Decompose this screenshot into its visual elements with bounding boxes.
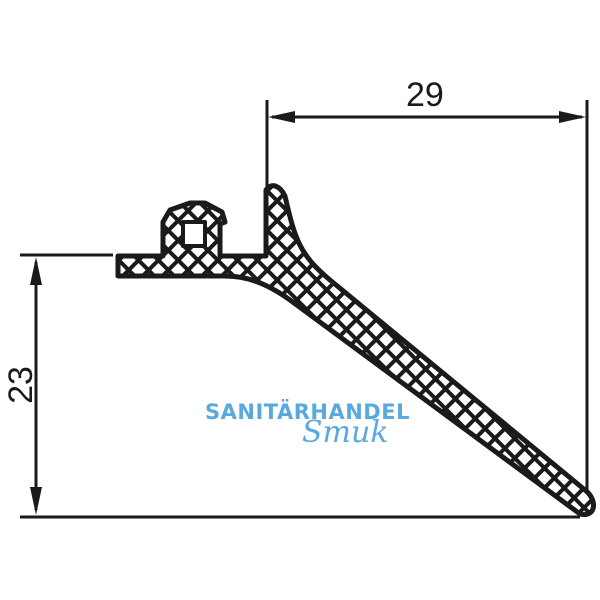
profile-section	[115, 183, 596, 518]
height-dimension	[20, 253, 580, 519]
watermark-line1: SANITÄRHANDEL	[205, 400, 410, 424]
width-dimension-label: 29	[406, 76, 444, 114]
watermark-line2: Smuk	[302, 415, 389, 450]
watermark-logo: SANITÄRHANDEL Smuk	[205, 400, 410, 448]
height-dimension-label: 23	[2, 366, 40, 404]
